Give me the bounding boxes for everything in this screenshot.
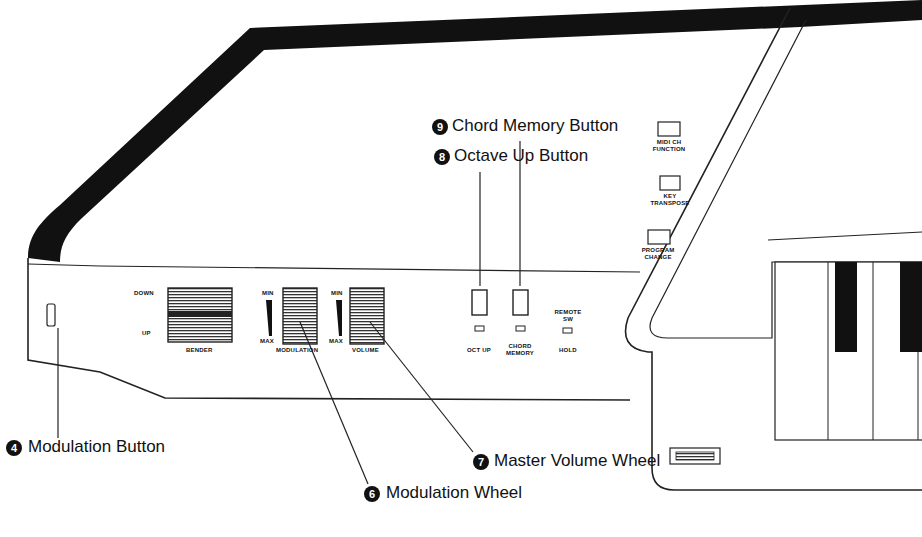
callout-text: Modulation Button xyxy=(28,438,165,457)
callout-text: Chord Memory Button xyxy=(452,117,618,136)
panel-label: OCT UP xyxy=(467,347,491,354)
panel-label: MIN xyxy=(331,290,343,297)
panel-label: CHORD MEMORY xyxy=(504,343,536,356)
callout-text: Master Volume Wheel xyxy=(494,452,660,471)
panel-label: BENDER xyxy=(186,347,213,354)
panel-label: MAX xyxy=(329,338,343,345)
panel-label: VOLUME xyxy=(352,347,379,354)
panel-label: MIN xyxy=(262,290,274,297)
panel-label: HOLD xyxy=(559,347,577,354)
callout-number: 6 xyxy=(364,486,380,502)
callout-text: Modulation Wheel xyxy=(386,484,522,503)
panel-label: UP xyxy=(142,330,151,337)
panel-label: MIDI CH FUNCTION xyxy=(650,139,688,152)
callout-number: 9 xyxy=(432,119,448,135)
panel-label: MODULATION xyxy=(276,347,318,354)
panel-label: DOWN xyxy=(134,290,154,297)
callout-number: 8 xyxy=(434,149,450,165)
callout-number: 4 xyxy=(6,440,22,456)
panel-label: PROGRAM CHANGE xyxy=(636,247,680,260)
panel-label: MAX xyxy=(260,338,274,345)
callout-number: 7 xyxy=(473,454,489,470)
panel-label: KEY TRANSPOSE xyxy=(650,193,690,206)
panel-label: REMOTE SW xyxy=(554,309,582,322)
callout-text: Octave Up Button xyxy=(454,147,588,166)
